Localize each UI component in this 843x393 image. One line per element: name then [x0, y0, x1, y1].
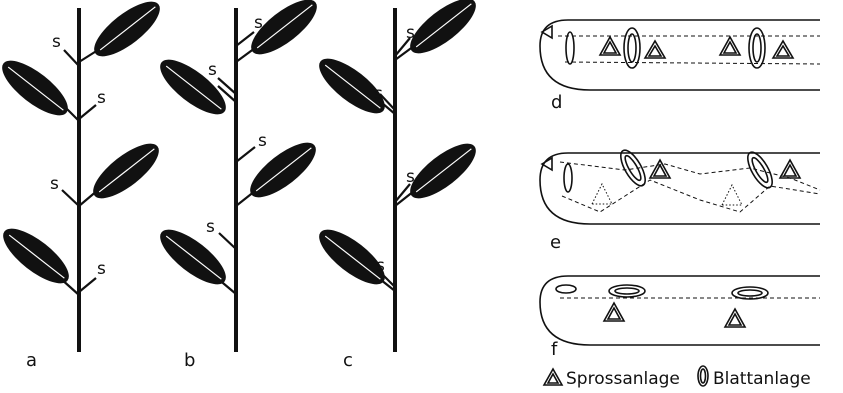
- panel-label-d: d: [551, 92, 562, 113]
- leaf-b2: [152, 51, 234, 124]
- shoot-diagram-a: s s s s a: [0, 0, 168, 371]
- apex-diagram-f: f: [540, 276, 820, 360]
- s-label: s: [258, 131, 267, 151]
- shoot-diagram-c: s s s s c: [311, 0, 484, 371]
- s-label: s: [50, 174, 59, 194]
- shoot-primordium-icon: [544, 369, 562, 385]
- s-label: s: [374, 84, 383, 104]
- panel-label-c: c: [343, 350, 353, 371]
- shoot-diagram-b: s s s s b: [152, 0, 325, 371]
- leaf-a2: [0, 52, 76, 125]
- s-label: s: [206, 217, 215, 237]
- s-label: s: [97, 88, 106, 108]
- s-label: s: [208, 60, 217, 80]
- legend-leaf-primordium: Blattanlage: [713, 369, 811, 389]
- s-label: s: [52, 32, 61, 52]
- s-label: s: [406, 167, 415, 187]
- apex-diagram-e: e: [540, 147, 820, 253]
- panel-label-b: b: [184, 350, 195, 371]
- s-label: s: [376, 256, 385, 276]
- panel-label-a: a: [26, 350, 37, 371]
- s-label: s: [406, 23, 415, 43]
- leaf-b4: [152, 221, 234, 294]
- s-label: s: [97, 259, 106, 279]
- leaf-a4: [0, 220, 77, 293]
- apex-diagram-d: d: [540, 20, 820, 113]
- legend: Sprossanlage Blattanlage: [544, 366, 811, 389]
- s-label: s: [254, 13, 263, 33]
- leaf-a1: [86, 0, 168, 65]
- panel-label-f: f: [551, 339, 558, 360]
- leaf-primordium-icon: [698, 366, 708, 386]
- legend-shoot-primordium: Sprossanlage: [566, 369, 680, 389]
- leaf-b3: [242, 134, 324, 207]
- leaf-a3: [85, 135, 167, 208]
- panel-label-e: e: [550, 232, 561, 253]
